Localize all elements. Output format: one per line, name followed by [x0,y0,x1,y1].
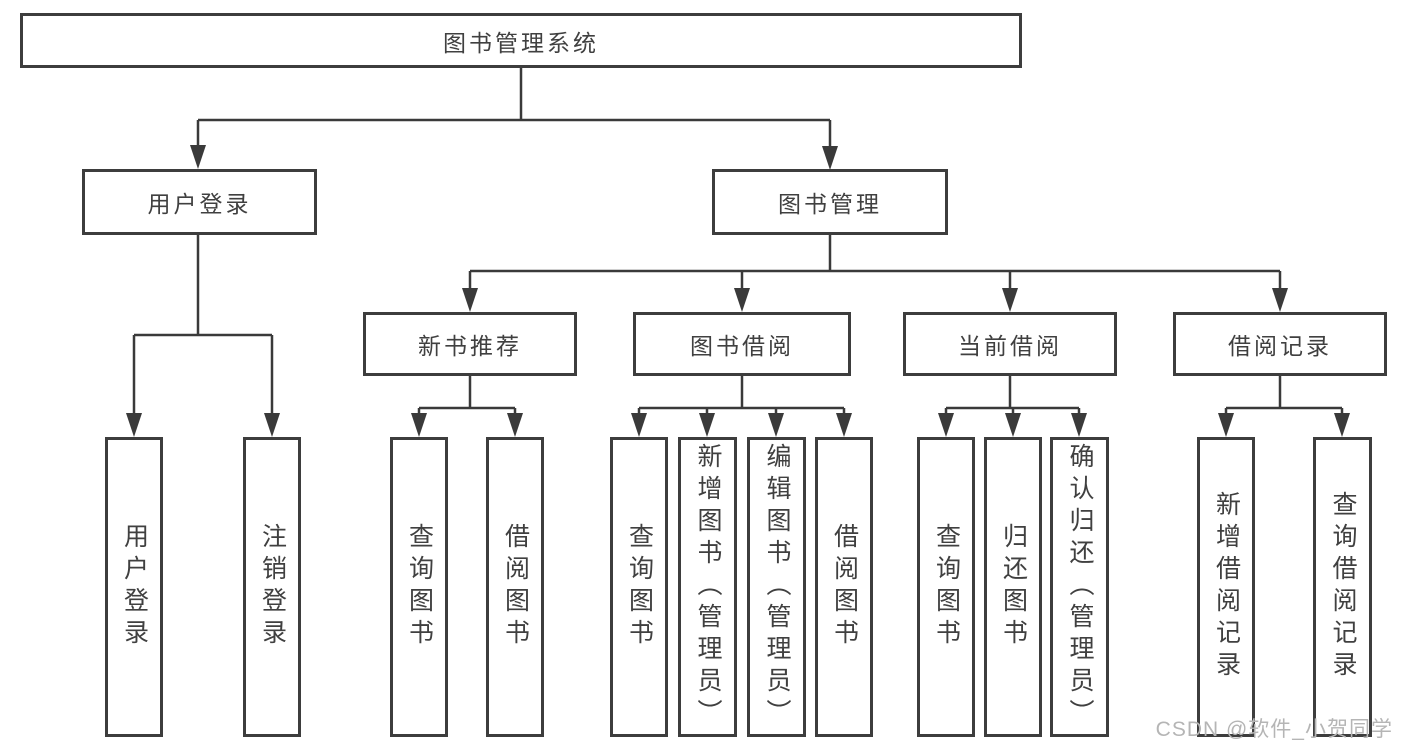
node-new-book-recommend-label: 新书推荐 [418,333,522,359]
leaf-borrow-borrow-book-label: 借阅图书 [830,523,859,651]
node-borrow-records-label: 借阅记录 [1228,333,1332,359]
leaf-current-return-book: 归还图书 [984,437,1042,737]
leaf-current-confirm-return-admin: 确认归还（管理员） [1050,437,1109,737]
node-user-login-label: 用户登录 [147,191,252,217]
leaf-user-login-label: 用户登录 [120,523,149,651]
leaf-logout-login: 注销登录 [243,437,301,737]
leaf-current-query-book: 查询图书 [917,437,975,737]
leaf-current-confirm-return-admin-label: 确认归还（管理员） [1066,443,1094,731]
leaf-recommend-borrow-book: 借阅图书 [486,437,544,737]
node-book-borrow-label: 图书借阅 [690,333,794,359]
leaf-logout-login-label: 注销登录 [258,523,287,651]
leaf-borrow-add-book-admin-label: 新增图书（管理员） [694,443,722,731]
leaf-borrow-add-book-admin: 新增图书（管理员） [678,437,737,737]
node-new-book-recommend: 新书推荐 [363,312,577,376]
leaf-records-add-record-label: 新增借阅记录 [1212,491,1241,683]
leaf-borrow-query-book: 查询图书 [610,437,668,737]
node-current-borrow-label: 当前借阅 [958,333,1062,359]
leaf-borrow-query-book-label: 查询图书 [625,523,654,651]
leaf-records-query-record: 查询借阅记录 [1313,437,1372,737]
leaf-current-query-book-label: 查询图书 [932,523,961,651]
leaf-recommend-query-book-label: 查询图书 [405,523,434,651]
node-user-login: 用户登录 [82,169,317,235]
leaf-current-return-book-label: 归还图书 [999,523,1028,651]
leaf-borrow-edit-book-admin-label: 编辑图书（管理员） [763,443,791,731]
leaf-borrow-borrow-book: 借阅图书 [815,437,873,737]
node-system-root: 图书管理系统 [20,13,1022,68]
leaf-borrow-edit-book-admin: 编辑图书（管理员） [747,437,806,737]
node-book-management-label: 图书管理 [778,191,882,217]
watermark-text: CSDN @软件_小贺同学 [1155,718,1393,741]
leaf-records-add-record: 新增借阅记录 [1197,437,1255,737]
leaf-records-query-record-label: 查询借阅记录 [1329,491,1357,683]
leaf-recommend-query-book: 查询图书 [390,437,448,737]
node-book-management: 图书管理 [712,169,948,235]
node-book-borrow: 图书借阅 [633,312,851,376]
leaf-recommend-borrow-book-label: 借阅图书 [501,523,530,651]
node-system-root-label: 图书管理系统 [443,29,599,56]
node-borrow-records: 借阅记录 [1173,312,1387,376]
leaf-user-login: 用户登录 [105,437,163,737]
node-current-borrow: 当前借阅 [903,312,1117,376]
